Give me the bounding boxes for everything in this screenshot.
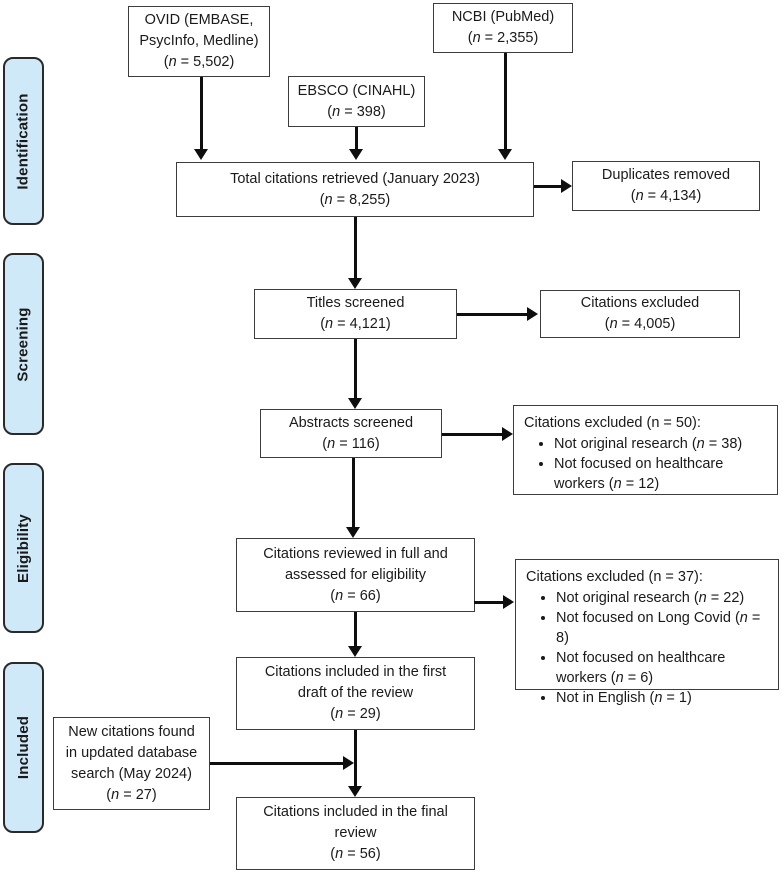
arrowhead-total-to-duplicates [561, 179, 572, 193]
stage-included: Included [3, 662, 44, 833]
abstracts-excluded-list: Not original research (n = 38) Not focus… [524, 434, 742, 494]
stage-included-label: Included [15, 715, 32, 780]
arrowhead-ebsco-to-total [349, 149, 363, 160]
box-ovid-text: OVID (EMBASE, PsycInfo, Medline) (n = 5,… [139, 12, 259, 70]
box-total-citations-text: Total citations retrieved (January 2023)… [230, 170, 480, 208]
box-final-review: Citations included in the final review (… [236, 797, 475, 870]
arrow-ebsco-to-total [354, 127, 358, 149]
stage-screening: Screening [3, 253, 44, 435]
box-first-draft: Citations included in the first draft of… [236, 657, 475, 730]
arrowhead-full-review-to-excluded [503, 595, 514, 609]
full-excluded-item: Not in English (n = 1) [556, 688, 776, 708]
abstracts-excluded-header: Citations excluded (n = 50): [524, 415, 701, 431]
full-excluded-item: Not original research (n = 22) [556, 588, 776, 608]
arrowhead-full-review-to-first-draft [348, 646, 362, 657]
box-new-citations: New citations found in updated database … [53, 717, 210, 810]
box-ovid-source: OVID (EMBASE, PsycInfo, Medline) (n = 5,… [128, 6, 270, 77]
arrow-ovid-to-total [199, 77, 203, 149]
box-duplicates-removed: Duplicates removed (n = 4,134) [572, 161, 760, 211]
box-total-citations: Total citations retrieved (January 2023)… [176, 162, 534, 217]
full-excluded-header: Citations excluded (n = 37): [526, 569, 703, 585]
stage-identification: Identification [3, 57, 44, 225]
arrowhead-titles-to-abstracts [348, 398, 362, 409]
full-excluded-item: Not focused on Long Covid (n = 8) [556, 608, 776, 648]
arrow-titles-to-abstracts [353, 339, 357, 398]
arrowhead-new-citations-to-flow [343, 756, 354, 770]
box-ncbi-text: NCBI (PubMed) (n = 2,355) [451, 9, 555, 46]
arrow-ncbi-to-total [503, 53, 507, 149]
box-abstracts-screened-text: Abstracts screened (n = 116) [288, 414, 414, 452]
stage-eligibility-label: Eligibility [15, 513, 32, 583]
arrow-first-draft-to-final [353, 730, 357, 786]
box-full-review-text: Citations reviewed in full and assessed … [263, 545, 448, 604]
box-titles-screened-text: Titles screened (n = 4,121) [306, 295, 405, 332]
box-duplicates-removed-text: Duplicates removed (n = 4,134) [601, 167, 731, 204]
box-abstracts-screened: Abstracts screened (n = 116) [260, 409, 442, 458]
arrowhead-abstracts-to-excluded [502, 427, 513, 441]
arrow-full-review-to-first-draft [353, 612, 357, 646]
arrow-new-citations-to-flow [210, 761, 343, 765]
stage-screening-label: Screening [15, 306, 33, 382]
box-new-citations-text: New citations found in updated database … [65, 723, 198, 803]
arrow-full-review-to-excluded [474, 600, 503, 604]
box-titles-excluded-text: Citations excluded (n = 4,005) [580, 295, 700, 332]
arrowhead-first-draft-to-final [348, 786, 362, 797]
box-full-review: Citations reviewed in full and assessed … [236, 538, 475, 612]
arrowhead-total-to-titles [348, 278, 362, 289]
abstracts-excluded-item: Not focused on healthcare workers (n = 1… [554, 454, 742, 494]
box-titles-screened: Titles screened (n = 4,121) [254, 289, 457, 339]
arrow-total-to-duplicates [534, 184, 561, 188]
abstracts-excluded-item: Not original research (n = 38) [554, 434, 742, 454]
box-first-draft-text: Citations included in the first draft of… [264, 664, 447, 722]
full-excluded-list: Not original research (n = 22) Not focus… [526, 588, 776, 708]
full-excluded-item: Not focused on healthcare workers (n = 6… [556, 648, 776, 688]
arrowhead-abstracts-to-full-review [346, 527, 360, 538]
arrow-abstracts-to-excluded [442, 432, 502, 436]
stage-eligibility: Eligibility [3, 463, 44, 633]
box-ebsco-text: EBSCO (CINAHL) (n = 398) [297, 82, 416, 120]
arrow-titles-to-excluded [457, 312, 527, 316]
box-titles-excluded: Citations excluded (n = 4,005) [540, 290, 740, 338]
arrowhead-ncbi-to-total [498, 149, 512, 160]
arrow-abstracts-to-full-review [351, 458, 355, 527]
arrowhead-ovid-to-total [194, 149, 208, 160]
stage-identification-label: Identification [15, 92, 33, 190]
arrow-total-to-titles [353, 217, 357, 278]
arrowhead-titles-to-excluded [527, 307, 538, 321]
box-full-excluded: Citations excluded (n = 37): Not origina… [515, 559, 779, 706]
box-ebsco-source: EBSCO (CINAHL) (n = 398) [288, 76, 425, 127]
box-abstracts-excluded: Citations excluded (n = 50): Not origina… [513, 405, 778, 495]
box-final-review-text: Citations included in the final review (… [263, 804, 448, 862]
box-ncbi-source: NCBI (PubMed) (n = 2,355) [433, 3, 573, 53]
